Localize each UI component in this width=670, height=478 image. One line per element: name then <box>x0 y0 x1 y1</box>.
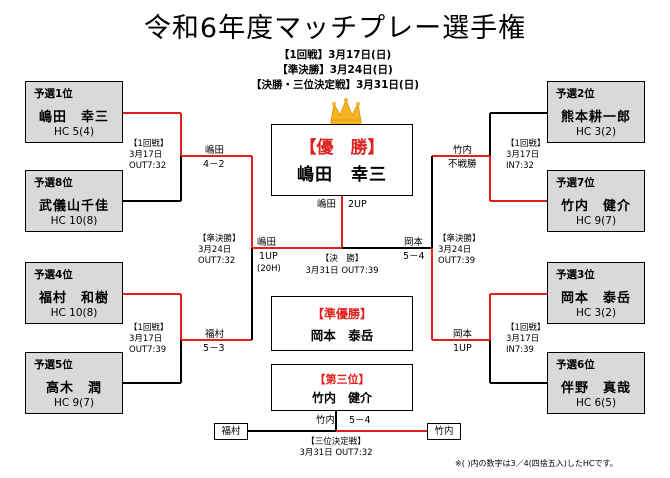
third-place-name: 竹内 健介 <box>311 391 372 405</box>
match-winner-r1-c: 竹内 <box>453 145 473 156</box>
player-name: 熊本耕一郎 <box>560 110 631 125</box>
third-match-left-player: 福村 <box>214 423 248 440</box>
page-title: 令和6年度マッチプレー選手権 <box>143 13 527 44</box>
final-score: 2UP <box>348 199 367 210</box>
champion-box: 【優 勝】 嶋田 幸三 <box>271 124 413 196</box>
player-rank: 予選2位 <box>556 88 595 100</box>
match-round: 【準決勝】 <box>198 234 241 244</box>
player-rank: 予選3位 <box>556 269 595 281</box>
match-score-semi-a: 1UP <box>259 251 278 262</box>
third-match-score: 5－4 <box>349 415 371 426</box>
final-winner: 嶋田 <box>317 199 337 210</box>
third-place-label: 【第三位】 <box>314 373 370 386</box>
schedule-semifinal: 【準決勝】3月24日(日) <box>277 64 393 76</box>
runner-up-name: 岡本 泰岳 <box>310 328 374 343</box>
match-round: 【1回戦】 <box>129 323 169 333</box>
match-score-r1-a: 4－2 <box>203 159 225 170</box>
third-match-round: 【三位決定戦】 <box>306 437 366 447</box>
player-name: 嶋田 幸三 <box>38 110 109 125</box>
player-rank: 予選8位 <box>34 177 73 189</box>
match-date: 3月17日 <box>506 334 540 344</box>
final-round: 【決 勝】 <box>320 254 364 264</box>
player-box-seed2: 予選2位 熊本耕一郎 HC 3(2) <box>547 81 645 143</box>
match-winner-r1-b: 福村 <box>205 329 225 340</box>
champion-name: 嶋田 幸三 <box>297 165 387 185</box>
player-hc: HC 3(2) <box>575 126 617 138</box>
match-date: 3月17日 <box>506 150 540 160</box>
match-info-r1-b: 【1回戦】 3月17日 OUT7:39 <box>129 323 168 356</box>
match-winner-semi-a: 嶋田 <box>257 237 277 248</box>
match-winner-semi-b: 岡本 <box>404 237 424 248</box>
player-rank: 予選5位 <box>34 359 73 371</box>
third-place-box: 【第三位】 竹内 健介 <box>271 364 413 411</box>
third-match-right-player: 竹内 <box>427 423 461 440</box>
runner-up-box: 【準優勝】 岡本 泰岳 <box>271 296 413 351</box>
match-time: IN7:32 <box>506 161 534 171</box>
schedule-final: 【決勝・三位決定戦】3月31日(日) <box>250 79 419 91</box>
footnote: ※( )内の数字は3／4(四捨五入)したHCです。 <box>455 459 618 468</box>
match-date: 3月24日 <box>438 245 472 255</box>
match-round: 【1回戦】 <box>506 323 546 333</box>
crown-icon <box>330 98 362 126</box>
match-round: 【準決勝】 <box>438 234 481 244</box>
third-match-winner: 竹内 <box>316 415 336 426</box>
match-round: 【1回戦】 <box>506 139 546 149</box>
match-time: OUT7:32 <box>198 256 236 266</box>
player-hc: HC 6(5) <box>575 397 617 409</box>
match-winner-r1-d: 岡本 <box>453 329 473 340</box>
match-info-semi-a: 【準決勝】 3月24日 OUT7:32 <box>198 234 241 267</box>
player-hc: HC 9(7) <box>575 215 617 227</box>
match-info-r1-a: 【1回戦】 3月17日 OUT7:32 <box>129 139 168 172</box>
third-match-time: 3月31日 OUT7:32 <box>299 448 373 458</box>
player-box-seed3: 予選3位 岡本 泰岳 HC 3(2) <box>547 262 645 324</box>
match-score-r1-d: 1UP <box>453 343 472 354</box>
match-time: IN7:39 <box>506 345 534 355</box>
player-rank: 予選1位 <box>34 88 73 100</box>
match-date: 3月17日 <box>129 334 163 344</box>
match-info-r1-c: 【1回戦】 3月17日 IN7:32 <box>506 139 545 172</box>
player-box-seed5: 予選5位 高木 潤 HC 9(7) <box>25 352 123 414</box>
player-name: 竹内 健介 <box>560 199 631 214</box>
player-name: 高木 潤 <box>45 381 102 396</box>
runner-up-label: 【準優勝】 <box>311 307 372 321</box>
match-info-semi-b: 【準決勝】 3月24日 OUT7:39 <box>438 234 481 267</box>
match-round: 【1回戦】 <box>129 139 169 149</box>
schedule-round1: 【1回戦】3月17日(日) <box>278 49 392 61</box>
player-rank: 予選4位 <box>34 269 73 281</box>
match-date: 3月17日 <box>129 150 163 160</box>
champion-label: 【優 勝】 <box>299 138 385 158</box>
match-info-r1-d: 【1回戦】 3月17日 IN7:39 <box>506 323 545 356</box>
player-rank: 予選7位 <box>556 177 595 189</box>
final-time: 3月31日 OUT7:39 <box>305 266 379 276</box>
match-score-r1-b: 5－3 <box>203 343 225 354</box>
player-hc: HC 10(8) <box>50 215 98 227</box>
player-hc: HC 9(7) <box>53 397 95 409</box>
player-box-seed6: 予選6位 伴野 真哉 HC 6(5) <box>547 352 645 414</box>
match-time: OUT7:39 <box>129 345 167 355</box>
player-hc: HC 5(4) <box>53 126 95 138</box>
player-name: 岡本 泰岳 <box>560 291 631 306</box>
player-hc: HC 10(8) <box>50 307 98 319</box>
player-rank: 予選6位 <box>556 359 595 371</box>
player-box-seed8: 予選8位 武儀山千佳 HC 10(8) <box>25 170 123 232</box>
match-winner-r1-a: 嶋田 <box>205 145 225 156</box>
match-time: OUT7:32 <box>129 161 167 171</box>
player-name: 福村 和樹 <box>38 291 109 306</box>
player-box-seed7: 予選7位 竹内 健介 HC 9(7) <box>547 170 645 232</box>
player-box-seed1: 予選1位 嶋田 幸三 HC 5(4) <box>25 81 123 143</box>
player-name: 伴野 真哉 <box>560 381 631 396</box>
player-name: 武儀山千佳 <box>38 199 109 214</box>
match-score-semi-b: 5－4 <box>403 251 425 262</box>
player-box-seed4: 予選4位 福村 和樹 HC 10(8) <box>25 262 123 324</box>
match-date: 3月24日 <box>198 245 232 255</box>
match-score-r1-c: 不戦勝 <box>448 159 477 170</box>
player-hc: HC 3(2) <box>575 307 617 319</box>
match-time: OUT7:39 <box>438 256 476 266</box>
match-extra-semi-a: (20H) <box>257 264 281 274</box>
